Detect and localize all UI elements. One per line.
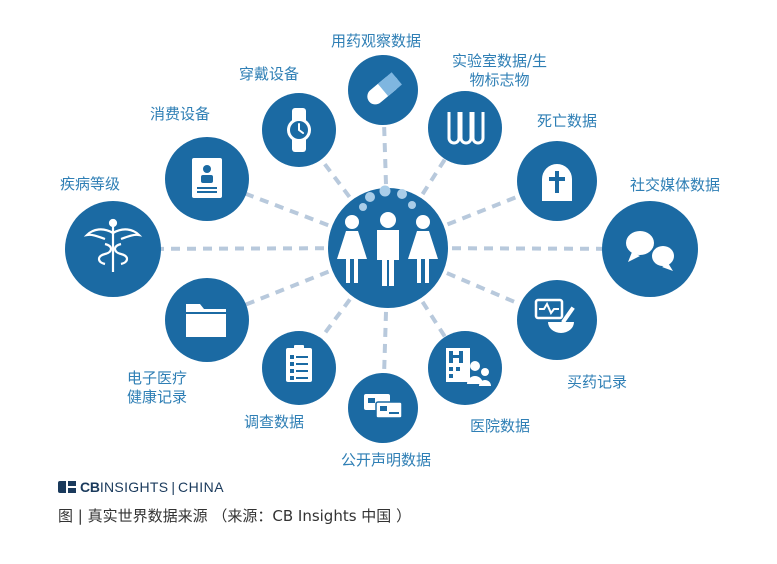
cb-insights-logo: CB INSIGHTS | CHINA: [58, 478, 224, 496]
test-tubes-icon: [447, 112, 485, 145]
node-survey: [262, 331, 336, 405]
node-consumer-device: [165, 137, 249, 221]
node-ehr: [165, 278, 249, 362]
folder-icon: [186, 304, 226, 337]
node-lab-biomarker: [428, 91, 502, 165]
label-drug-observation: 用药观察数据: [331, 32, 422, 50]
cb-logo-mark-icon: [58, 481, 76, 493]
brand-insights: INSIGHTS: [99, 479, 169, 495]
label-lab-biomarker: 实验室数据/生 物标志物: [452, 52, 547, 90]
node-hospital: [428, 331, 502, 405]
node-drug-observation: [348, 55, 418, 125]
label-pharmacy: 买药记录: [567, 373, 628, 391]
brand-china: CHINA: [178, 479, 225, 495]
label-line: 实验室数据/生: [452, 52, 548, 70]
brand-cb: CB: [80, 479, 100, 495]
label-disease-grade: 疾病等级: [60, 175, 121, 193]
id-document-icon: [192, 158, 222, 198]
label-survey: 调查数据: [244, 413, 305, 431]
watch-icon: [287, 108, 311, 152]
chat-bubbles-icon: [626, 231, 674, 271]
pill-icon: [367, 72, 402, 105]
label-ehr: 电子医疗 健康记录: [127, 369, 187, 407]
label-social-media: 社交媒体数据: [630, 176, 721, 194]
label-hospital: 医院数据: [470, 417, 531, 435]
label-line: 健康记录: [127, 388, 188, 406]
label-death: 死亡数据: [537, 112, 598, 130]
node-disease-grade: [65, 201, 161, 297]
node-social-media: [602, 201, 698, 297]
node-pharmacy: [517, 280, 597, 360]
checklist-icon: [286, 345, 312, 382]
node-death: [517, 141, 597, 221]
cards-icon: [364, 394, 403, 419]
connector-line: [387, 246, 651, 251]
node-public-statement: [348, 373, 418, 443]
brand-separator: |: [171, 479, 175, 495]
label-public-statement: 公开声明数据: [341, 451, 432, 469]
label-line: 电子医疗: [127, 369, 188, 387]
node-wearable: [262, 93, 336, 167]
figure-caption: 图 | 真实世界数据来源 （来源：CB Insights 中国 ）: [58, 507, 412, 525]
label-line: 物标志物: [469, 71, 530, 89]
mortar-pestle-icon: [534, 298, 575, 333]
tombstone-icon: [542, 164, 572, 201]
label-wearable: 穿戴设备: [239, 65, 300, 83]
data-sources-diagram: [65, 55, 698, 443]
hospital-icon: [446, 348, 491, 386]
label-consumer-device: 消费设备: [150, 105, 211, 123]
caduceus-icon: [83, 218, 143, 272]
people-icon: [337, 185, 438, 286]
center-hub: [328, 185, 448, 308]
